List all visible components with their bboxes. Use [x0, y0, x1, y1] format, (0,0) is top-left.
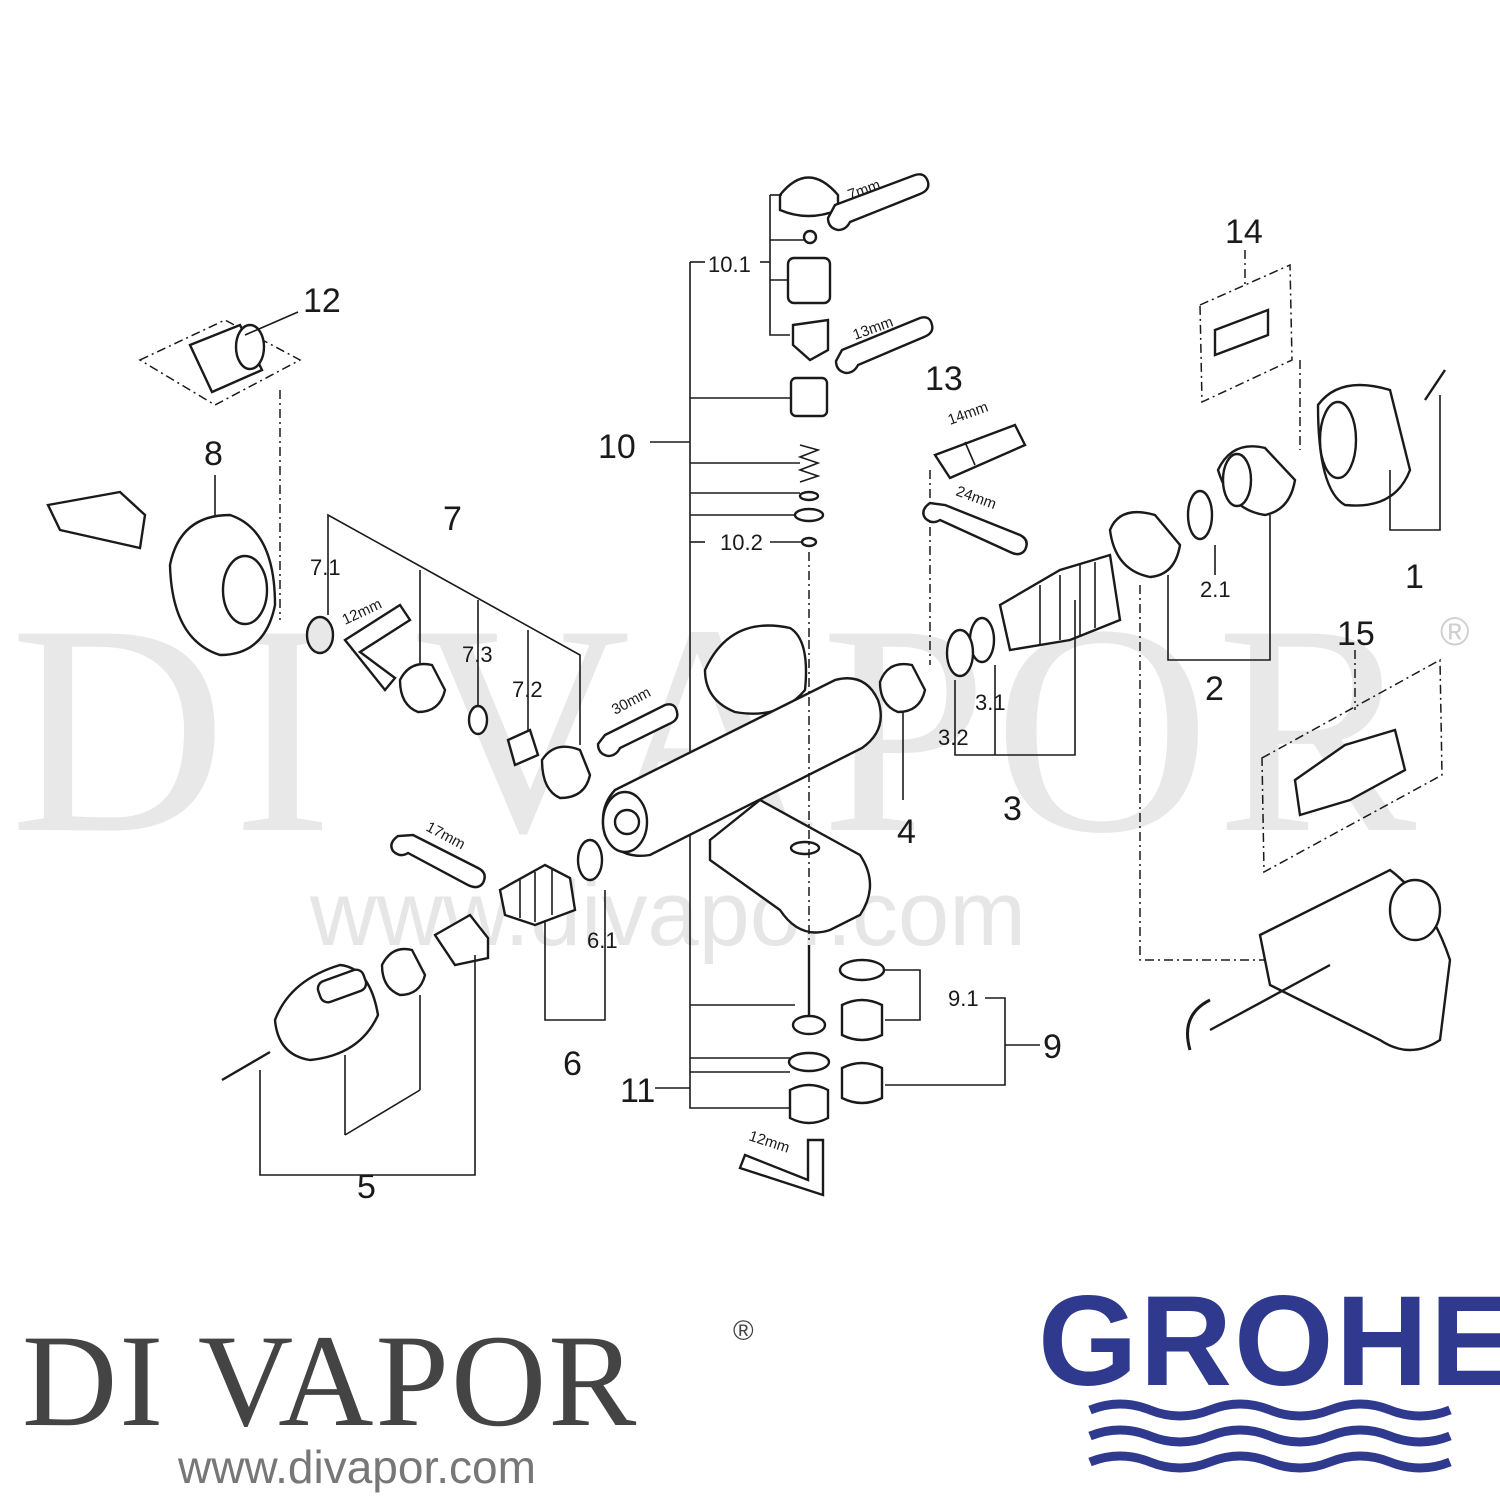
- grohe-waves-icon: [1088, 1399, 1452, 1473]
- part-10-assembly: [650, 176, 840, 1058]
- label-7-1: 7.1: [310, 555, 341, 580]
- footer: DI VAPOR ® www.divapor.com GROHE: [22, 1270, 1500, 1493]
- tool-14mm: 14mm: [946, 399, 991, 429]
- part-3-cartridge: [945, 553, 1122, 756]
- top-insert-part: [786, 256, 832, 305]
- label-10-1: 10.1: [708, 252, 751, 277]
- label-10: 10: [598, 428, 636, 466]
- part-2-adapter: [1108, 445, 1297, 661]
- label-9-1: 9.1: [948, 986, 979, 1011]
- hexkey-12mm-icon-a: [343, 603, 412, 692]
- wall-flange-right: [703, 624, 808, 715]
- label-3: 3: [1003, 790, 1022, 828]
- oring-2-1: [1186, 489, 1214, 541]
- cap-part: [778, 176, 840, 218]
- adapter-5: [380, 947, 427, 997]
- spindle-part: [789, 376, 829, 418]
- spout: [708, 798, 872, 934]
- nut-part: [802, 229, 818, 245]
- part-4-seat: [878, 662, 927, 800]
- label-3-2: 3.2: [938, 725, 969, 750]
- screw-5: [221, 1050, 271, 1082]
- part-6-cartridge: [498, 838, 606, 1021]
- label-1: 1: [1405, 558, 1424, 596]
- label-15: 15: [1337, 615, 1375, 653]
- oring-7-3: [467, 704, 489, 736]
- hexkey-12mm-icon-b: [738, 1138, 825, 1197]
- label-8: 8: [204, 435, 223, 473]
- part-8-flange: [46, 475, 277, 657]
- install-detail: [1139, 585, 1452, 1052]
- label-11: 11: [620, 1072, 655, 1110]
- clip-part: [791, 318, 830, 362]
- rotate-arrow-icon: [1186, 998, 1211, 1051]
- label-4: 4: [897, 813, 916, 851]
- part-12-optional: [138, 311, 302, 620]
- adapter-7: [398, 662, 447, 714]
- grohe-logo: GROHE: [1038, 1270, 1500, 1413]
- spring-part: [797, 444, 821, 483]
- spanner-13mm-icon: [834, 316, 934, 375]
- circlip-part: [798, 490, 820, 502]
- eccentric-part: [46, 490, 147, 550]
- divapor-logo: DI VAPOR: [22, 1307, 638, 1454]
- valve-7-2: [506, 728, 540, 767]
- filter-7-1: [305, 615, 335, 655]
- label-6-1: 6.1: [587, 928, 618, 953]
- oring-3-2: [945, 628, 975, 678]
- stop-ring-5: [433, 913, 490, 967]
- spanner-7mm-icon: [826, 173, 930, 232]
- watermark-url: www.divapor.com: [309, 863, 1026, 965]
- washer-part: [793, 507, 825, 523]
- part-11-diverter: [655, 945, 831, 1125]
- screw-part: [1424, 369, 1446, 401]
- label-7-2: 7.2: [512, 677, 543, 702]
- part-1-handle: [1316, 369, 1446, 531]
- nut-7: [540, 745, 592, 800]
- label-2: 2: [1205, 670, 1224, 708]
- spanner-24mm-icon: [922, 501, 1028, 556]
- spanner-17mm-icon: [390, 833, 486, 889]
- bracket-10-1: [769, 195, 790, 336]
- label-7: 7: [443, 500, 462, 538]
- oring-6-1: [576, 838, 604, 882]
- label-9: 9: [1043, 1028, 1062, 1066]
- part-7-assembly: [305, 513, 592, 800]
- part-9-aerator: [838, 958, 1040, 1105]
- mixer-body: [601, 624, 882, 940]
- watermark-reg: ®: [1440, 610, 1469, 654]
- oring-10-2: [800, 536, 818, 548]
- tool-24mm: 24mm: [954, 483, 999, 513]
- label-3-1: 3.1: [975, 690, 1006, 715]
- label-10-2: 10.2: [720, 530, 763, 555]
- nut-2: [1108, 510, 1182, 579]
- label-14: 14: [1225, 213, 1263, 251]
- label-6: 6: [563, 1045, 582, 1083]
- tool-12mm-b: 12mm: [747, 1128, 792, 1157]
- part-15-optional: [1261, 650, 1443, 874]
- label-7-3: 7.3: [462, 642, 493, 667]
- part-14-optional: [1199, 250, 1301, 450]
- label-12: 12: [303, 282, 341, 320]
- label-2-1: 2.1: [1200, 577, 1231, 602]
- part-5-handle: [221, 913, 490, 1176]
- label-13: 13: [925, 360, 963, 398]
- divapor-url: www.divapor.com: [177, 1441, 536, 1493]
- spanner-30mm-icon: [596, 703, 679, 758]
- divapor-reg: ®: [733, 1315, 754, 1346]
- label-5: 5: [357, 1168, 376, 1206]
